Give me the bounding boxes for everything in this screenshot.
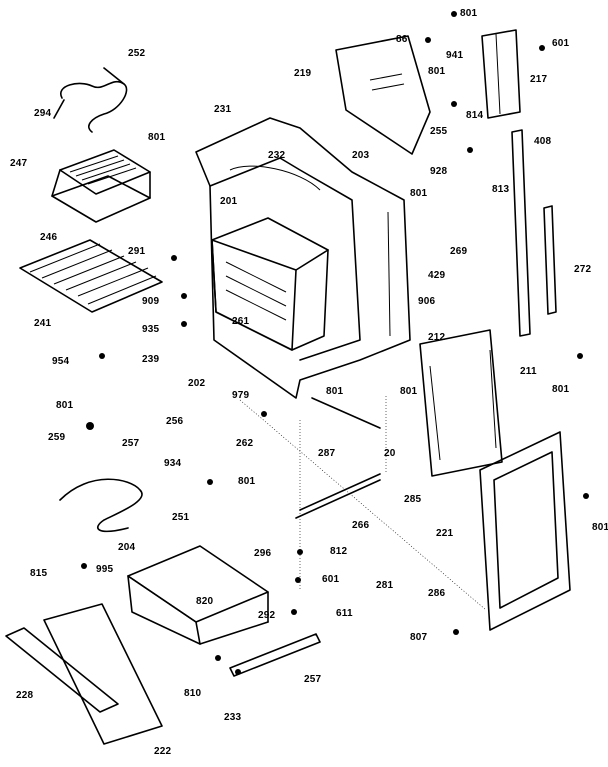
callout-219: 219 — [294, 68, 312, 79]
callout-266: 266 — [352, 520, 370, 531]
callout-941: 941 — [446, 50, 464, 61]
callout-801: 801 — [460, 8, 478, 19]
bake-element-251 — [59, 478, 143, 533]
callout-241: 241 — [34, 318, 52, 329]
oven-rack-241 — [19, 239, 163, 313]
callout-979: 979 — [232, 390, 250, 401]
callout-259: 259 — [48, 432, 66, 443]
callout-815: 815 — [30, 568, 48, 579]
callout-954: 954 — [52, 356, 70, 367]
callout-801: 801 — [410, 188, 428, 199]
misc-rods — [239, 396, 487, 611]
side-panel-211 — [419, 329, 503, 477]
callout-801: 801 — [400, 386, 418, 397]
callout-222: 222 — [154, 746, 172, 757]
callout-935: 935 — [142, 324, 160, 335]
side-trim-strips — [511, 129, 557, 337]
callout-281: 281 — [376, 580, 394, 591]
callout-807: 807 — [410, 632, 428, 643]
callout-291: 291 — [128, 246, 146, 257]
callout-294: 294 — [34, 108, 52, 119]
callout-269: 269 — [450, 246, 468, 257]
callout-231: 231 — [214, 104, 232, 115]
top-panel-219 — [335, 35, 431, 155]
callout-287: 287 — [318, 448, 336, 459]
callout-221: 221 — [436, 528, 454, 539]
callout-814: 814 — [466, 110, 484, 121]
callout-255: 255 — [430, 126, 448, 137]
callout-801: 801 — [326, 386, 344, 397]
callout-217: 217 — [530, 74, 548, 85]
callout-201: 201 — [220, 196, 238, 207]
callout-211: 211 — [520, 366, 537, 377]
callout-256: 256 — [166, 416, 184, 427]
broil-element-252 — [53, 67, 128, 133]
callout-296: 296 — [254, 548, 272, 559]
callout-934: 934 — [164, 458, 182, 469]
callout-408: 408 — [534, 136, 552, 147]
callout-801: 801 — [552, 384, 570, 395]
callout-261: 261 — [232, 316, 250, 327]
callout-292: 292 — [258, 610, 276, 621]
drawer-front-222 — [5, 603, 321, 745]
callout-601: 601 — [322, 574, 340, 585]
callout-906: 906 — [418, 296, 436, 307]
callout-247: 247 — [10, 158, 28, 169]
broiler-pan — [51, 149, 151, 223]
callout-272: 272 — [574, 264, 592, 275]
callout-801: 801 — [148, 132, 166, 143]
callout-286: 286 — [428, 588, 446, 599]
cabinet-231 — [195, 117, 411, 399]
callout-233: 233 — [224, 712, 242, 723]
callout-86: 86 — [396, 34, 408, 45]
callout-813: 813 — [492, 184, 510, 195]
callout-251: 251 — [172, 512, 190, 523]
callout-801: 801 — [428, 66, 446, 77]
callout-232: 232 — [268, 150, 286, 161]
callout-228: 228 — [16, 690, 34, 701]
callout-257: 257 — [122, 438, 140, 449]
callout-212: 212 — [428, 332, 446, 343]
callout-202: 202 — [188, 378, 206, 389]
callout-601: 601 — [552, 38, 570, 49]
callout-801: 801 — [592, 522, 608, 533]
callout-928: 928 — [430, 166, 448, 177]
callout-801: 801 — [238, 476, 256, 487]
callout-995: 995 — [96, 564, 114, 575]
callout-252: 252 — [128, 48, 146, 59]
callout-246: 246 — [40, 232, 58, 243]
callout-239: 239 — [142, 354, 160, 365]
callout-810: 810 — [184, 688, 202, 699]
callout-801: 801 — [56, 400, 74, 411]
door-221 — [479, 431, 571, 631]
callout-429: 429 — [428, 270, 446, 281]
callout-820: 820 — [196, 596, 214, 607]
drawer-204 — [127, 545, 269, 645]
callout-611: 611 — [336, 608, 353, 619]
callout-812: 812 — [330, 546, 348, 557]
callout-285: 285 — [404, 494, 422, 505]
callout-204: 204 — [118, 542, 136, 553]
callout-909: 909 — [142, 296, 160, 307]
callout-257: 257 — [304, 674, 322, 685]
channel-217 — [481, 29, 521, 119]
fasteners — [81, 11, 589, 675]
callout-20: 20 — [384, 448, 396, 459]
oven-liner-201 — [211, 217, 329, 351]
callout-203: 203 — [352, 150, 370, 161]
callout-262: 262 — [236, 438, 254, 449]
